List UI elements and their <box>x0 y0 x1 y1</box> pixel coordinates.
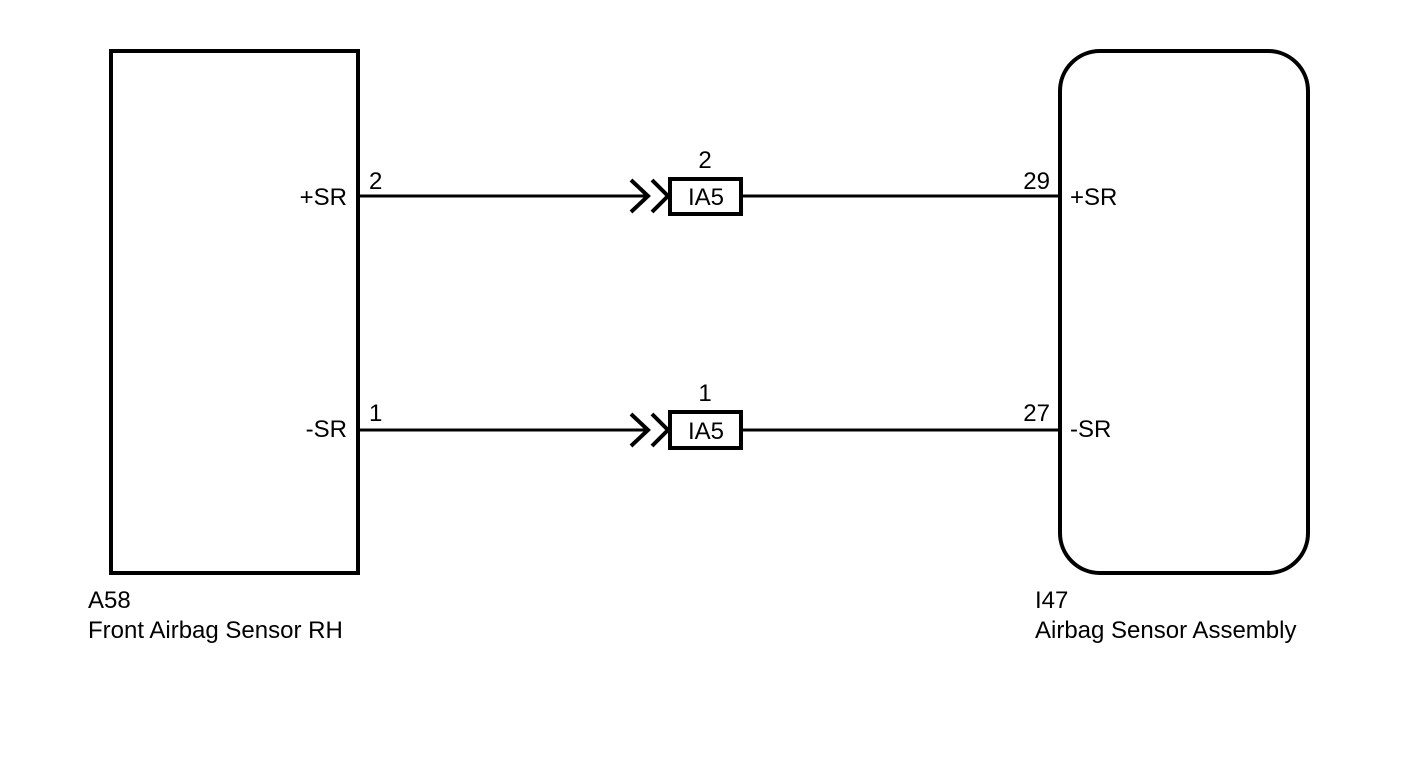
right-terminal-29: 29 <box>1023 168 1050 195</box>
right-component-box <box>1058 49 1310 575</box>
connector-ia5-lower-pin: 1 <box>698 380 711 407</box>
right-pin-signal-negative: -SR <box>1070 416 1111 443</box>
connector-ia5-lower-label: IA5 <box>688 418 724 445</box>
right-component-name: Airbag Sensor Assembly <box>1035 617 1296 644</box>
left-component-box <box>109 49 360 575</box>
connector-chevron-inner <box>650 412 671 448</box>
wire-positive: IA5 2 2 29 <box>358 147 1060 216</box>
connector-ia5-upper-pin: 2 <box>698 147 711 174</box>
connector-ia5-upper-label: IA5 <box>688 184 724 211</box>
connector-chevron-outer <box>629 412 651 448</box>
connector-chevron-inner <box>650 178 671 214</box>
right-pin-signal-positive: +SR <box>1070 184 1117 211</box>
left-terminal-1: 1 <box>369 400 382 427</box>
left-component: +SR -SR A58 Front Airbag Sensor RH <box>88 49 360 644</box>
connector-chevron-outer <box>629 178 651 214</box>
wire-negative: IA5 1 1 27 <box>358 380 1060 450</box>
left-component-code: A58 <box>88 587 131 614</box>
right-component-code: I47 <box>1035 587 1068 614</box>
left-pin-signal-positive: +SR <box>300 184 347 211</box>
left-component-name: Front Airbag Sensor RH <box>88 617 343 644</box>
left-pin-signal-negative: -SR <box>306 416 347 443</box>
right-component: +SR -SR I47 Airbag Sensor Assembly <box>1035 49 1310 644</box>
left-terminal-2: 2 <box>369 168 382 195</box>
right-terminal-27: 27 <box>1023 400 1050 427</box>
